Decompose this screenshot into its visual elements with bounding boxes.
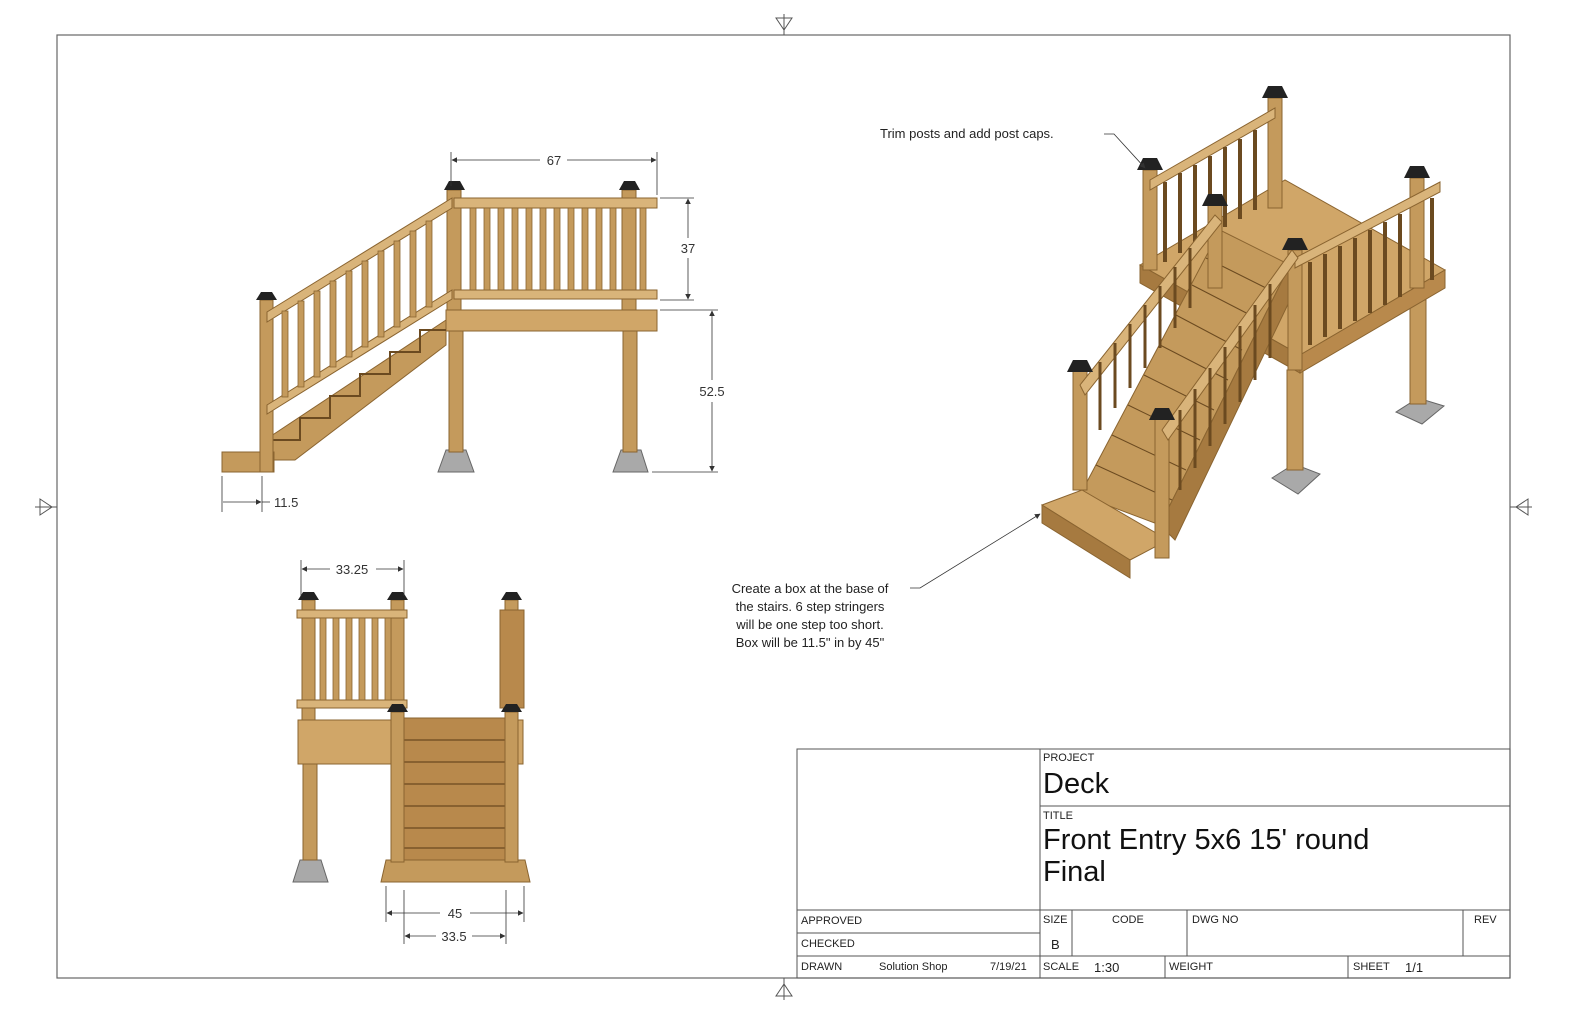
- side-post-cap-end: [619, 181, 640, 190]
- front-cap-3: [501, 592, 522, 600]
- front-rail-top: [296, 609, 408, 619]
- dim-box-width: 45: [448, 906, 462, 921]
- front-base-box: [380, 859, 531, 883]
- iso-cap-5: [1202, 194, 1228, 206]
- side-stair-bottom-rail: [266, 289, 453, 415]
- iso-back-rail: [1149, 107, 1276, 191]
- dim-deck-height: 52.5: [699, 384, 724, 399]
- iso-cap-3: [1404, 166, 1430, 178]
- note-line: will be one step too short.: [736, 617, 884, 632]
- iso-cap-7: [1149, 408, 1175, 420]
- center-mark-right: [1510, 498, 1532, 516]
- dim-side-width: 67: [547, 153, 561, 168]
- front-stair-post-right: [504, 711, 519, 863]
- note-post-caps-text: Trim posts and add post caps.: [880, 126, 1054, 141]
- iso-cap-6: [1067, 360, 1093, 372]
- note-base-box: Create a box at the base of the stairs. …: [700, 580, 920, 652]
- side-post-cap-stair: [256, 292, 277, 300]
- leader-post-caps: [1104, 133, 1146, 169]
- side-post-cap-mid: [444, 181, 465, 190]
- front-balusters: [319, 617, 392, 701]
- note-line: the stairs. 6 step stringers: [735, 599, 885, 614]
- isometric-view: [910, 86, 1447, 589]
- side-stair-top-rail: [266, 197, 453, 323]
- dim-front-rail-width: 33.25: [336, 562, 369, 577]
- front-view: 33.25 45 33.5: [292, 560, 531, 944]
- note-line: Box will be 11.5" in by 45": [735, 635, 885, 650]
- center-mark-top: [775, 14, 793, 35]
- leader-base-box: [910, 513, 1041, 589]
- iso-base-box-front: [1041, 504, 1131, 579]
- title-block-grid: [796, 748, 1511, 979]
- front-cap-4: [387, 704, 408, 712]
- front-cap-5: [501, 704, 522, 712]
- front-support-post: [302, 759, 318, 861]
- side-deck-beam: [445, 309, 658, 332]
- center-mark-bottom: [775, 978, 793, 1000]
- front-stair-treads: [404, 739, 506, 849]
- side-view: 67 37 52.5 11.5: [221, 152, 725, 512]
- dim-stair-width: 33.5: [441, 929, 466, 944]
- side-post-support-left: [448, 329, 464, 453]
- front-cap-1: [298, 592, 319, 600]
- iso-cap-4: [1282, 238, 1308, 250]
- iso-support-mid: [1286, 369, 1304, 471]
- side-footing-left: [437, 449, 475, 473]
- dim-box-depth: 11.5: [274, 495, 298, 510]
- iso-stair-balusters: [1098, 248, 1272, 490]
- iso-cap-2: [1262, 86, 1288, 98]
- center-mark-left: [35, 498, 57, 516]
- front-cap-2: [387, 592, 408, 600]
- side-steps: [270, 329, 446, 441]
- front-stair-post-left: [390, 711, 405, 863]
- iso-stair-post-top-left: [1207, 197, 1223, 289]
- side-deck-top-rail: [453, 197, 658, 209]
- dim-rail-height: 37: [681, 241, 695, 256]
- side-deck-balusters: [469, 207, 647, 291]
- note-post-caps: Trim posts and add post caps.: [880, 125, 1054, 143]
- side-stair-balusters: [281, 220, 433, 398]
- iso-right-balusters: [1308, 198, 1434, 345]
- side-deck-bottom-rail: [453, 289, 658, 300]
- side-footing-right: [612, 449, 649, 473]
- front-stairs: [399, 717, 511, 861]
- front-footing-left: [292, 859, 329, 883]
- iso-support-right: [1409, 299, 1427, 405]
- front-right-rail: [499, 609, 525, 709]
- side-post-support-right: [622, 329, 638, 453]
- iso-right-rail: [1294, 181, 1441, 269]
- note-line: Create a box at the base of: [731, 581, 889, 596]
- side-stair-post: [259, 299, 274, 473]
